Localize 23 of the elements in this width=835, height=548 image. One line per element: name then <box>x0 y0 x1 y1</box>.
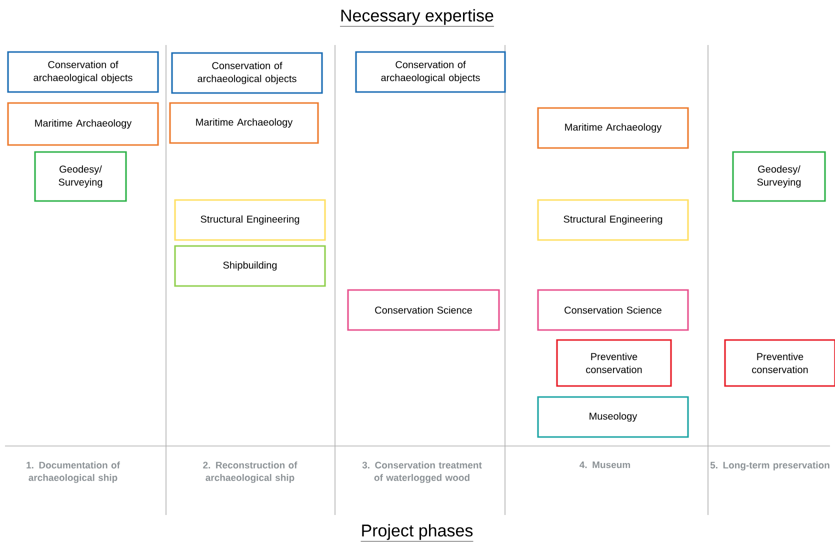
expertise-box: Shipbuilding <box>174 245 326 287</box>
expertise-box: Preventive conservation <box>724 339 835 387</box>
expertise-box: Conservation Science <box>537 289 689 331</box>
phase-label: 1. Documentation of archaeological ship <box>26 462 120 483</box>
expertise-box: Maritime Archaeology <box>169 102 319 144</box>
expertise-box: Structural Engineering <box>537 199 689 241</box>
expertise-box: Maritime Archaeology <box>537 107 689 149</box>
expertise-box: Conservation Science <box>347 289 500 331</box>
phase-label: 2. Reconstruction of archaeological ship <box>203 462 298 483</box>
expertise-box: Conservation of archaeological objects <box>355 51 506 93</box>
expertise-box: Geodesy/ Surveying <box>732 151 826 202</box>
heading: Necessary expertise <box>340 9 494 27</box>
phase-label: 3. Conservation treatment of waterlogged wood <box>362 462 482 483</box>
expertise-box: Structural Engineering <box>174 199 326 241</box>
expertise-box: Maritime Archaeology <box>7 102 159 146</box>
expertise-box: Conservation of archaeological objects <box>7 51 159 93</box>
expertise-box: Geodesy/ Surveying <box>34 151 127 202</box>
expertise-box: Preventive conservation <box>556 339 672 387</box>
caption: Project phases <box>360 524 474 542</box>
phase-label: 5. Long-term preservation <box>710 462 830 470</box>
expertise-box: Museology <box>537 396 689 438</box>
expertise-box: Conservation of archaeological objects <box>171 52 323 94</box>
phase-label: 4. Museum <box>580 462 630 468</box>
